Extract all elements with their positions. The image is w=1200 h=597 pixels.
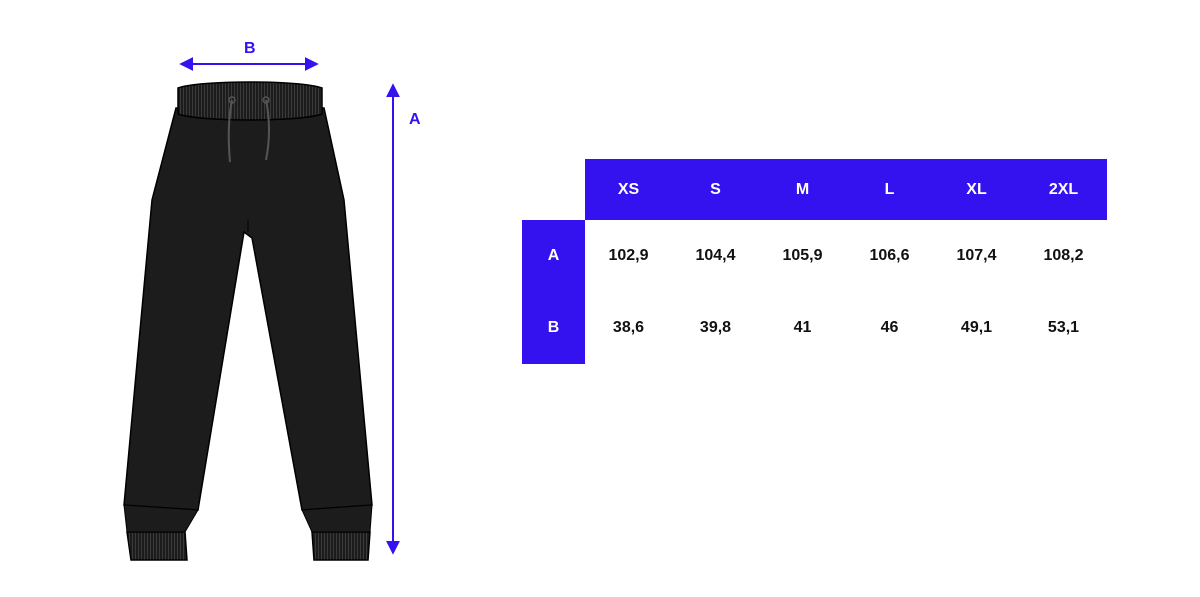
table-cell: 105,9 xyxy=(782,247,823,264)
size-header-cell: XS xyxy=(585,159,672,220)
table-corner xyxy=(522,159,585,220)
table-cell: 49,1 xyxy=(960,319,993,336)
size-header-cell: S xyxy=(672,159,759,220)
table-cell: 107,4 xyxy=(956,247,997,264)
size-table: XS S M L XL 2XL A 102,9 104,4 105,9 106,… xyxy=(522,159,1107,364)
table-cell: 53,1 xyxy=(1047,319,1080,336)
size-header-cell: 2XL xyxy=(1020,159,1107,220)
table-cell: 38,6 xyxy=(612,319,645,336)
table-cell: 106,6 xyxy=(869,247,910,264)
size-header-cell: L xyxy=(846,159,933,220)
row-label-b: B xyxy=(522,292,585,364)
table-cell: 104,4 xyxy=(695,247,736,264)
table-cell: 108,2 xyxy=(1043,247,1084,264)
pants-illustration xyxy=(123,81,373,561)
table-cell: 102,9 xyxy=(608,247,649,264)
width-label: B xyxy=(244,40,256,57)
size-header-cell: XL xyxy=(933,159,1020,220)
table-cell: 41 xyxy=(793,319,812,336)
table-cell: 46 xyxy=(880,319,899,336)
table-cell: 39,8 xyxy=(699,319,732,336)
size-header-cell: M xyxy=(759,159,846,220)
row-label-a: A xyxy=(522,220,585,292)
length-label: A xyxy=(409,111,421,128)
